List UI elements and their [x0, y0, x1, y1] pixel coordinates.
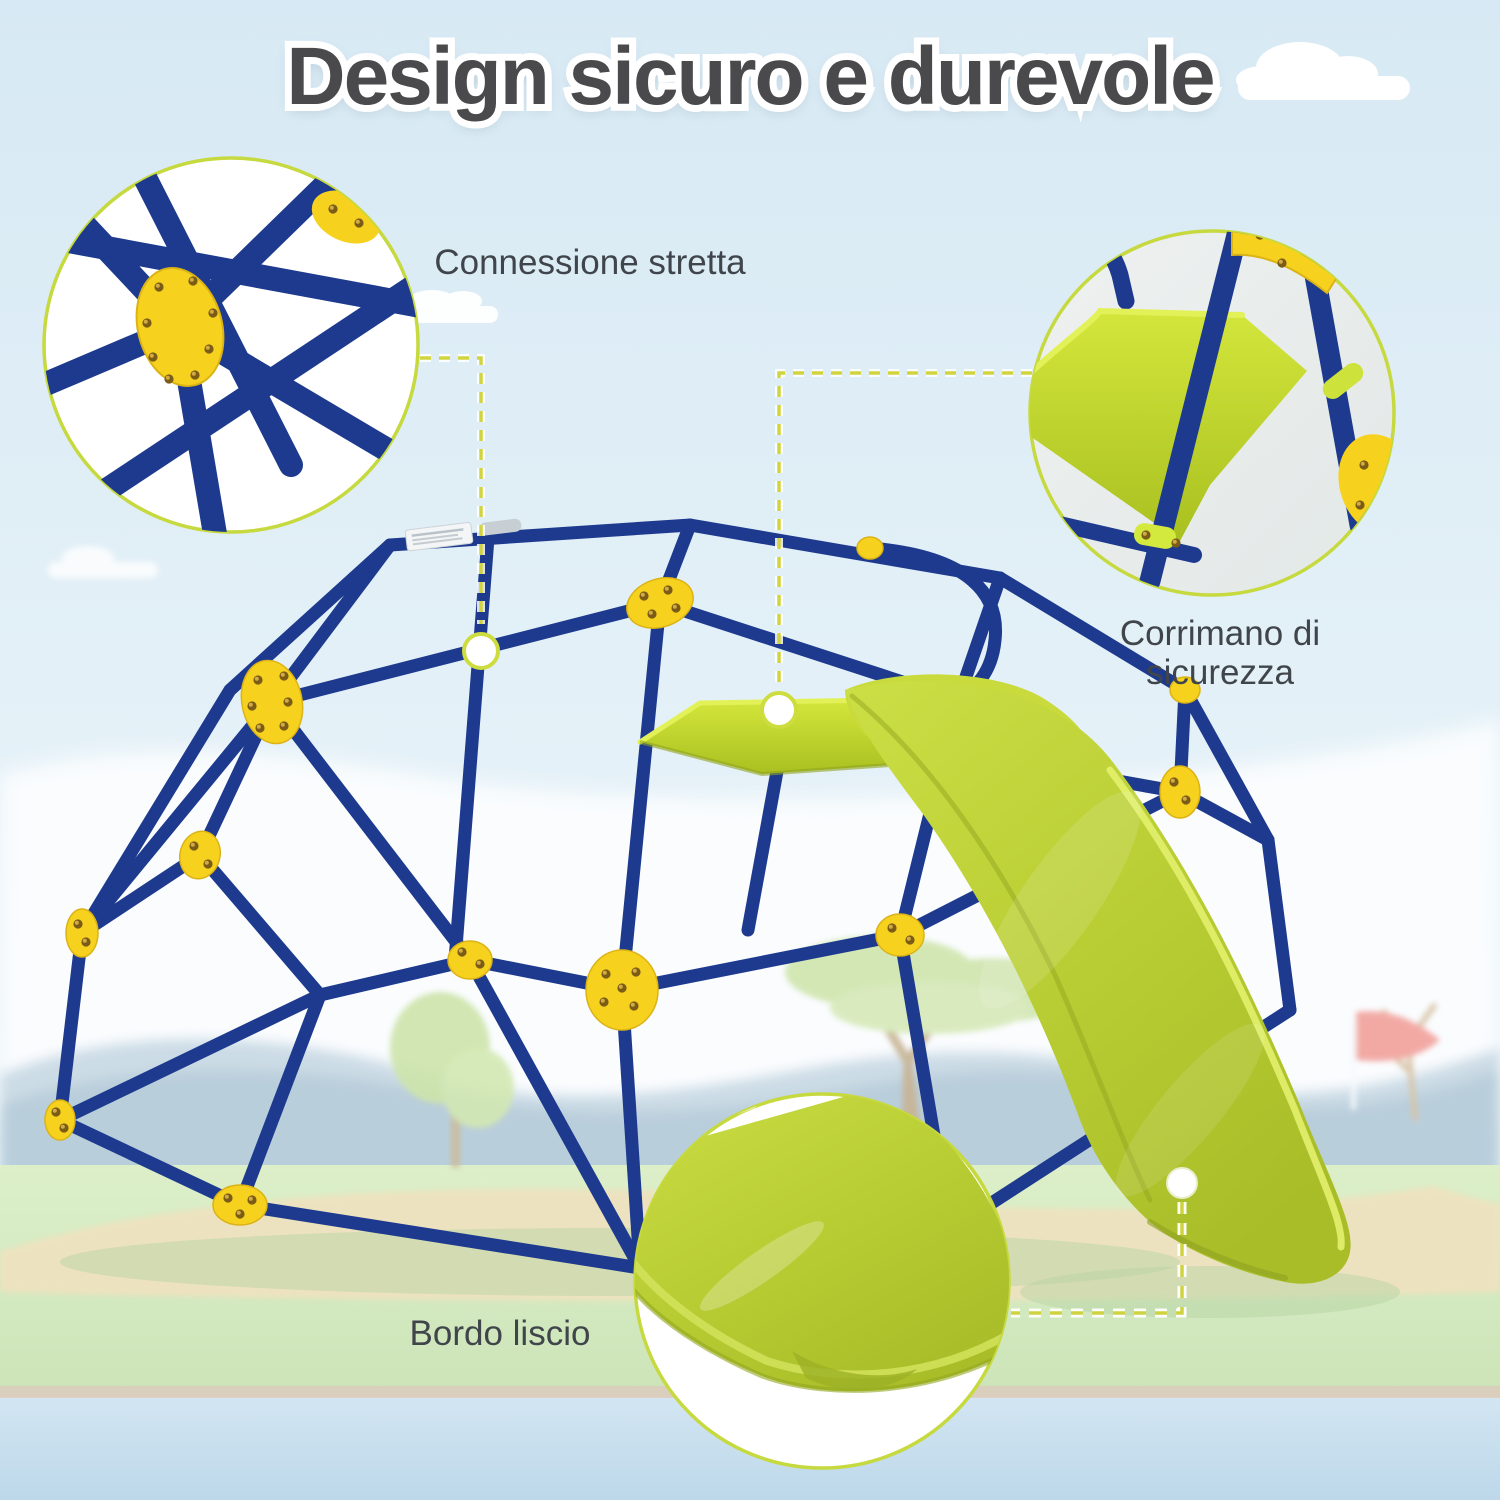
connector-edge: [1011, 1202, 1187, 1318]
highlight-dot-connection: [462, 632, 500, 670]
callout-label-smooth-edge: Bordo liscio: [409, 1314, 591, 1353]
callout-connectors: [420, 354, 1198, 1318]
cloud-icon: [1236, 42, 1410, 100]
connector-handrail: [775, 369, 1032, 688]
cloud-icon: [48, 546, 158, 578]
highlight-dot-edge: [1166, 1167, 1198, 1199]
sticker-label: [404, 518, 522, 552]
cloud-icon: [398, 290, 498, 323]
tree-icon: [390, 992, 514, 1168]
clouds: [48, 42, 1410, 578]
callout-label-handrail: Corrimano di sicurezza: [1119, 614, 1321, 693]
callout-label-connection: Connessione stretta: [434, 243, 746, 282]
golf-flag-icon: [1351, 1011, 1440, 1110]
connector-connection: [420, 354, 485, 624]
slide: [845, 674, 1351, 1284]
callout-circle-connection: [42, 156, 420, 534]
highlight-dot-handrail: [760, 691, 798, 729]
